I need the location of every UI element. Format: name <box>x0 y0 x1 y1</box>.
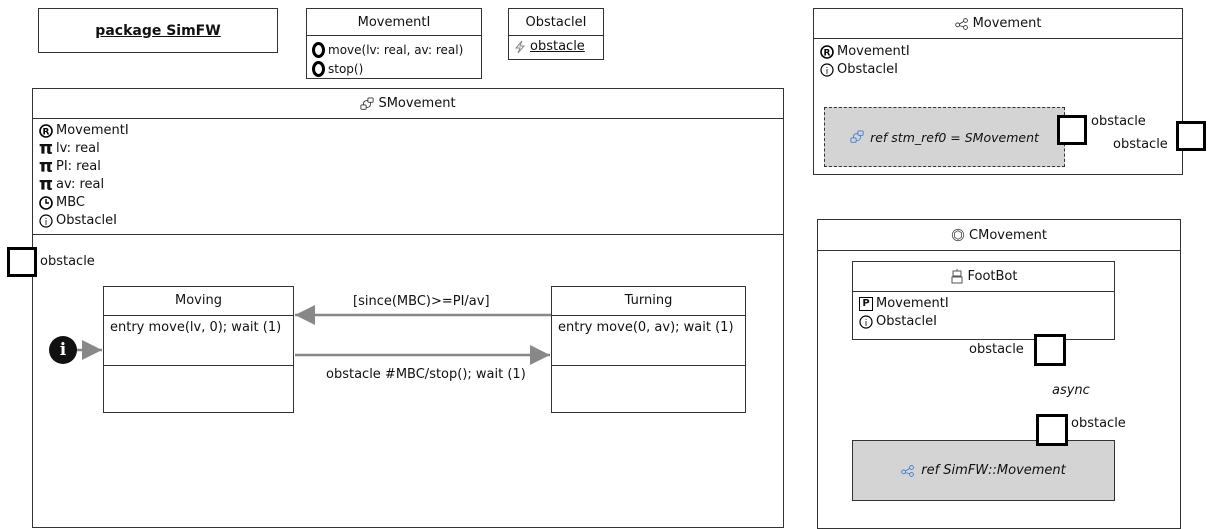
constant-pi-icon: π <box>38 174 54 195</box>
svg-text:R: R <box>43 128 50 138</box>
svg-text:R: R <box>824 49 831 59</box>
svg-text:i: i <box>826 67 829 77</box>
operation-move: move(lv: real, av: real) <box>328 42 464 57</box>
event-icon <box>513 40 527 54</box>
connector-async-label[interactable]: async <box>1052 383 1090 398</box>
constant-pi-icon: π <box>38 156 54 177</box>
event-obstacle: obstacle <box>530 39 585 54</box>
state-moving-entry: entry move(lv, 0); wait (1) <box>104 316 293 366</box>
smovement-obstacle-port[interactable] <box>7 247 37 277</box>
share-icon <box>954 17 969 31</box>
movementi-header: MovementI <box>307 9 481 36</box>
stm-ref-block[interactable]: ref stm_ref0 = SMovement <box>824 107 1065 167</box>
operation-icon <box>311 60 325 77</box>
footbot-title: FootBot <box>967 269 1018 284</box>
movement-item: ObstacleI <box>837 62 898 77</box>
stm-ref-obstacle-port[interactable] <box>1057 115 1087 145</box>
obstaclei-interface[interactable]: ObstacleI obstacle <box>508 8 604 60</box>
transition-moving-to-turning-label[interactable]: obstacle #MBC/stop(); wait (1) <box>326 367 526 382</box>
robot-icon <box>950 268 964 284</box>
stm-ref-label: ref stm_ref0 = SMovement <box>870 129 1039 145</box>
smovement-header: SMovement <box>33 89 783 119</box>
svg-text:i: i <box>45 218 48 228</box>
operation-stop: stop() <box>328 61 364 76</box>
stm-ref-port-label: obstacle <box>1091 114 1146 129</box>
controller-icon <box>951 228 965 242</box>
declaration-item: lv: real <box>56 141 100 156</box>
movement-ref-obstacle-port[interactable] <box>1036 414 1068 446</box>
requires-icon: R <box>820 45 834 59</box>
info-icon: i <box>859 315 873 329</box>
declaration-item: PI: real <box>56 159 101 174</box>
footbot-item: ObstacleI <box>876 314 937 329</box>
state-machine-ref-icon <box>850 130 864 144</box>
state-turning-title: Turning <box>552 287 745 316</box>
movement-header: Movement <box>814 9 1182 39</box>
obstaclei-title: ObstacleI <box>525 14 587 30</box>
operation-icon <box>311 41 325 58</box>
movement-title: Movement <box>972 16 1042 31</box>
movement-ref-block[interactable]: ref SimFW::Movement <box>852 440 1115 501</box>
package-label: package SimFW <box>95 22 221 39</box>
svg-text:i: i <box>865 319 868 329</box>
transition-turning-to-moving-label[interactable]: [since(MBC)>=PI/av] <box>353 294 490 309</box>
constant-pi-icon: π <box>38 138 54 159</box>
declaration-item: MovementI <box>56 123 129 138</box>
state-moving[interactable]: Moving entry move(lv, 0); wait (1) <box>103 286 294 413</box>
movement-port-label: obstacle <box>1113 137 1168 152</box>
info-icon: i <box>39 214 53 228</box>
footbot-port-label: obstacle <box>969 342 1024 357</box>
state-turning[interactable]: Turning entry move(0, av); wait (1) <box>551 286 746 413</box>
clock-icon <box>39 196 53 210</box>
declaration-item: MBC <box>56 195 85 210</box>
smovement-port-label: obstacle <box>40 254 95 269</box>
initial-junction-icon[interactable]: i <box>49 336 77 364</box>
state-machine-icon <box>360 96 374 111</box>
package-box: package SimFW <box>38 8 278 53</box>
movement-obstacle-port[interactable] <box>1176 121 1206 151</box>
movementi-interface[interactable]: MovementI move(lv: real, av: real) stop(… <box>306 8 482 79</box>
declaration-item: ObstacleI <box>56 213 117 228</box>
footbot-item: MovementI <box>876 296 949 311</box>
footbot-header: FootBot <box>853 262 1114 292</box>
movement-ref-port-label: obstacle <box>1071 416 1126 431</box>
info-icon: i <box>820 63 834 77</box>
cmovement-title: CMovement <box>969 227 1047 243</box>
movement-item: MovementI <box>837 44 910 59</box>
smovement-title: SMovement <box>378 96 456 111</box>
cmovement-header: CMovement <box>818 220 1180 251</box>
movement-ref-label: ref SimFW::Movement <box>921 463 1066 478</box>
state-turning-entry: entry move(0, av); wait (1) <box>552 316 745 366</box>
provides-icon: P <box>859 297 873 311</box>
movementi-title: MovementI <box>357 14 431 30</box>
footbot-obstacle-port[interactable] <box>1034 334 1066 366</box>
state-moving-title: Moving <box>104 287 293 316</box>
obstaclei-header: ObstacleI <box>509 9 603 36</box>
requires-icon: R <box>39 124 53 138</box>
declaration-item: av: real <box>56 177 105 192</box>
share-ref-icon <box>901 464 915 478</box>
